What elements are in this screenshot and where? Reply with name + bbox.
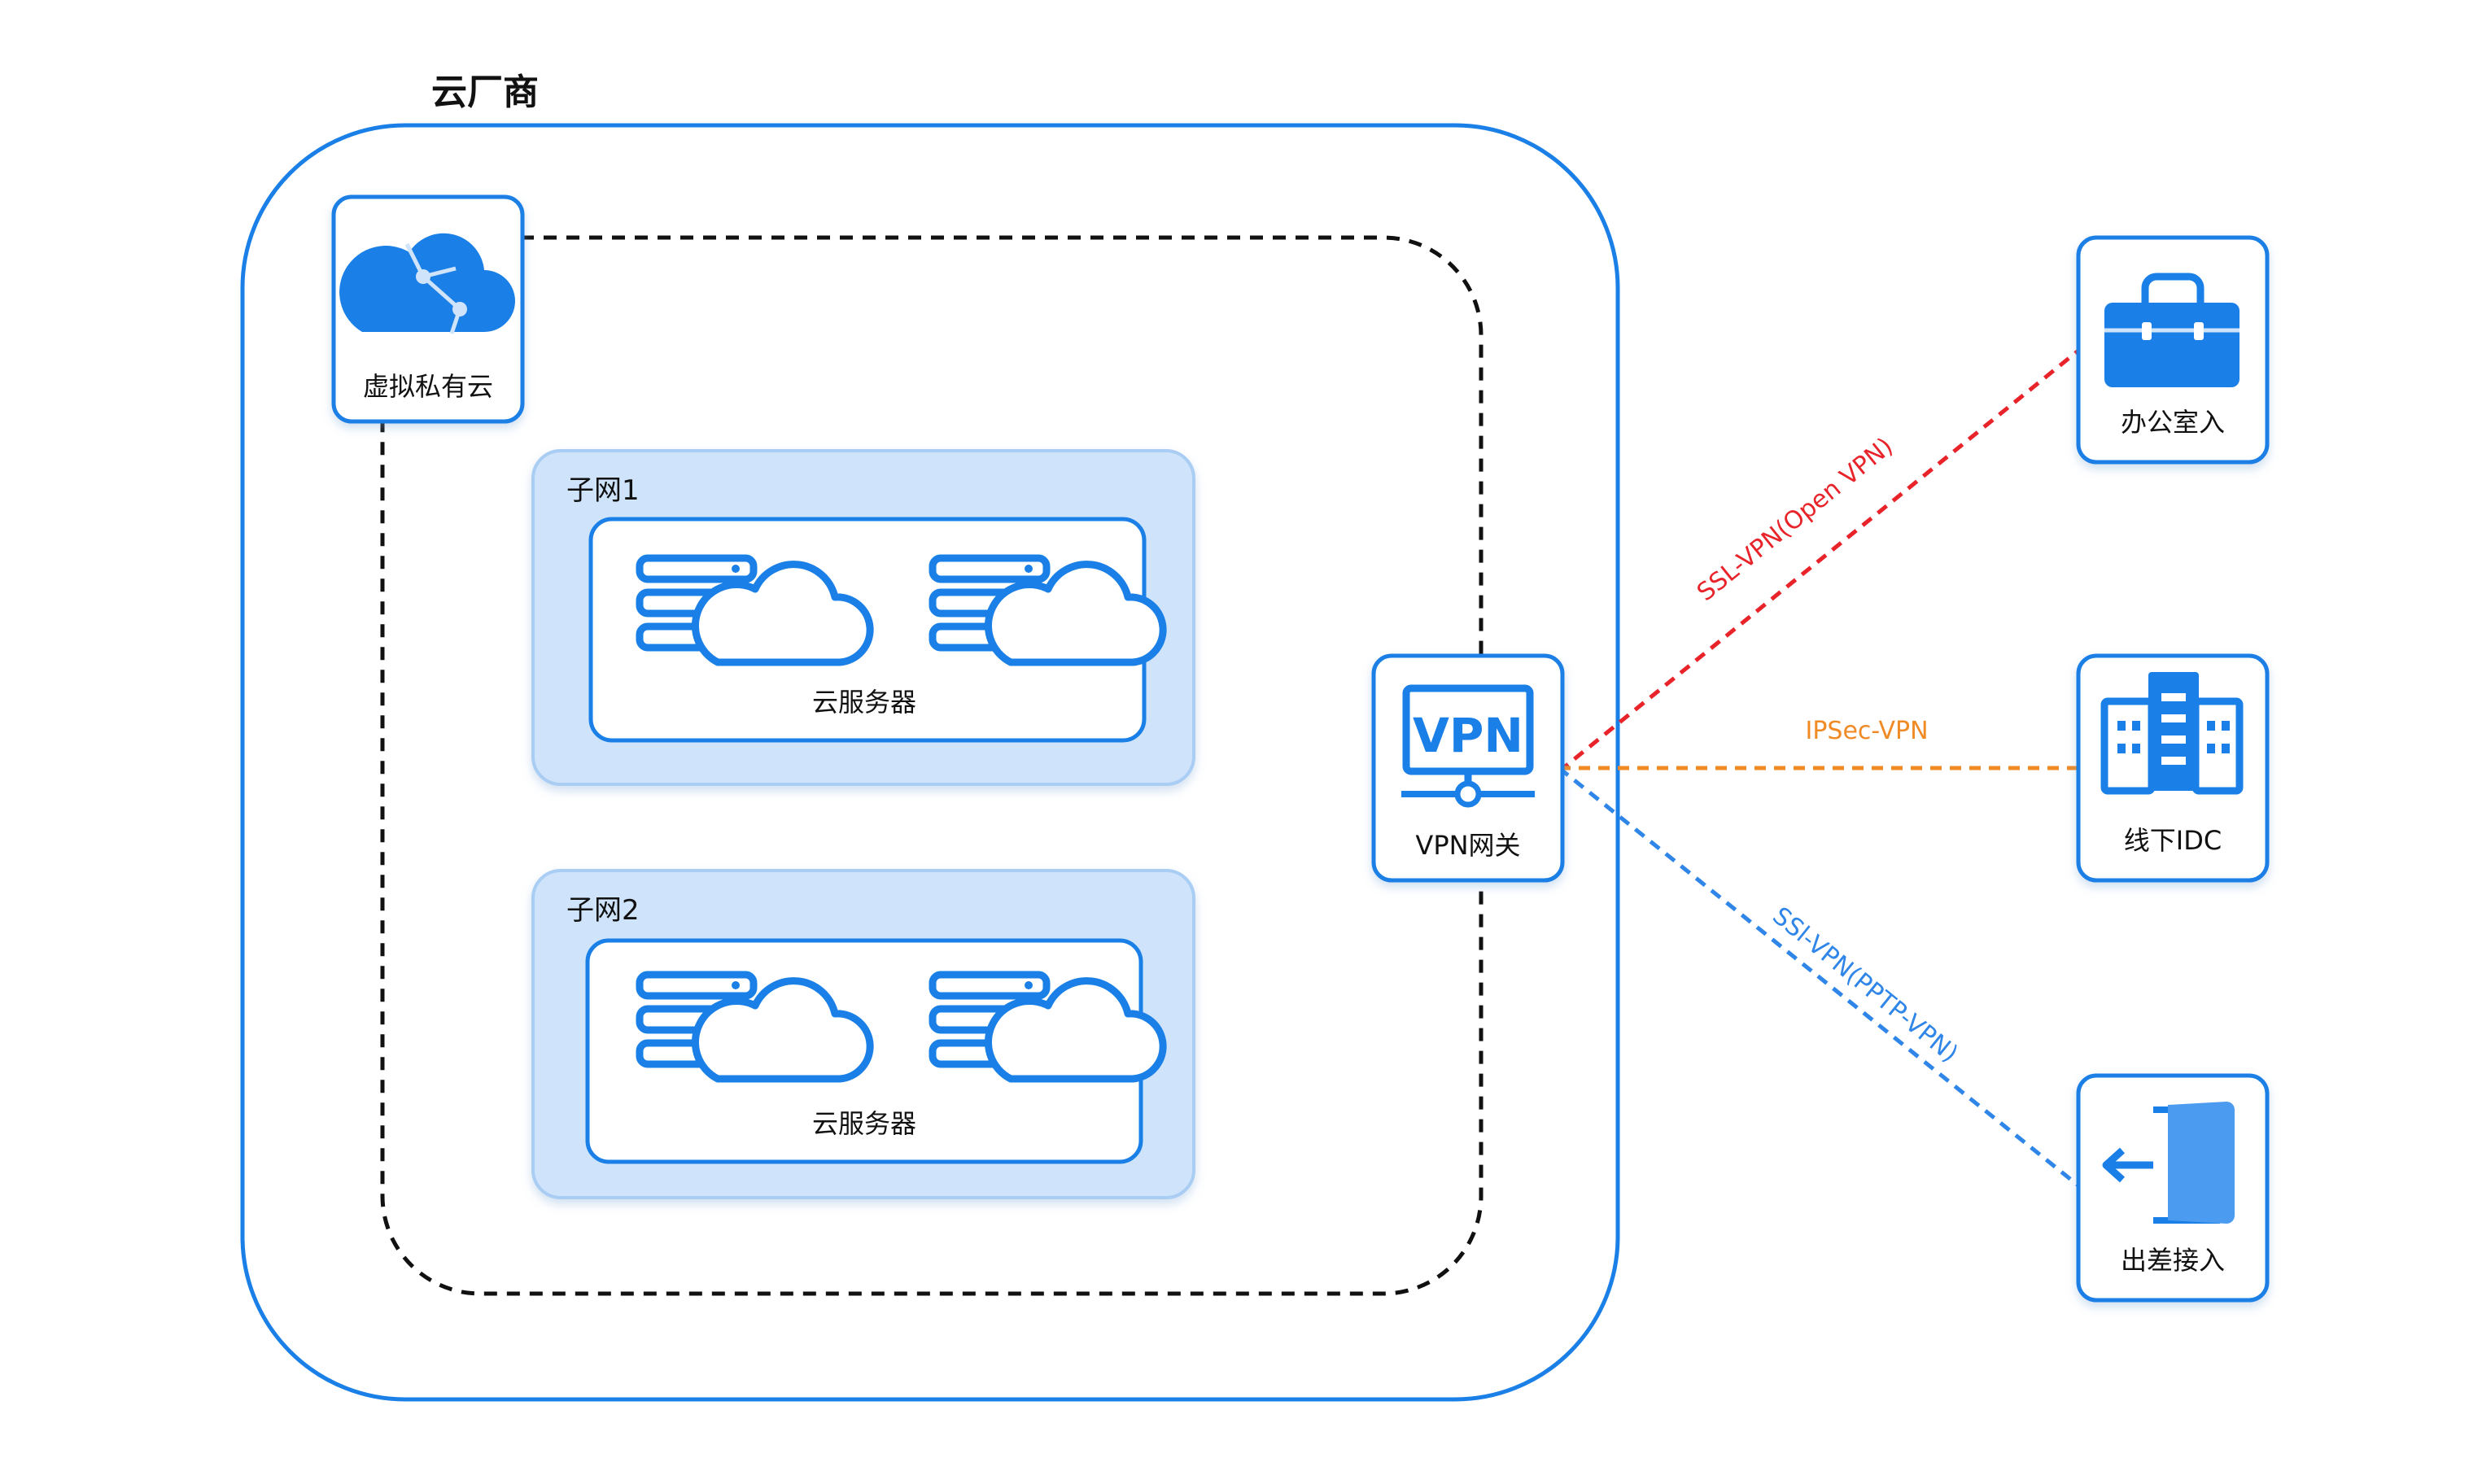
exit-door-icon: [2102, 1102, 2235, 1224]
vpc-label: 虚拟私有云: [363, 371, 493, 402]
servers-label: 云服务器: [812, 1108, 916, 1139]
vpn-icon-text: VPN: [1413, 708, 1523, 763]
vpn-gateway-node[interactable]: VPN VPN网关: [1371, 653, 1565, 883]
vpc-cloud-icon: [339, 233, 515, 334]
endpoint-label: 办公室入: [2121, 407, 2225, 438]
briefcase-icon: [2104, 273, 2239, 387]
building-icon: [2100, 672, 2244, 795]
endpoint-label: 出差接入: [2121, 1245, 2225, 1276]
endpoint-label: 线下IDC: [2124, 825, 2222, 856]
ssl-openvpn-link: [1558, 345, 2085, 773]
vpn-icon: VPN: [1401, 684, 1535, 808]
servers-label: 云服务器: [812, 687, 916, 718]
vpc-boundary: [380, 235, 1484, 1296]
cloud-vendor-title: 云厂商: [431, 72, 539, 113]
subnet-1[interactable]: 子网1 云服务器: [531, 449, 1195, 786]
vpc-node[interactable]: 虚拟私有云: [331, 194, 525, 424]
endpoint-travel[interactable]: 出差接入: [2076, 1073, 2270, 1303]
ssl-pptp-label: SSl-VPN(PPTP-VPN): [1767, 901, 1963, 1068]
ssl-pptp-link: [1558, 766, 2085, 1191]
ipsec-label: IPSec-VPN: [1805, 717, 1928, 745]
subnet-label: 子网1: [566, 474, 640, 507]
endpoint-office[interactable]: 办公室入: [2076, 235, 2270, 465]
endpoint-idc[interactable]: 线下IDC: [2076, 653, 2270, 883]
gateway-label: VPN网关: [1415, 830, 1520, 861]
subnet-label: 子网2: [566, 894, 640, 927]
subnet-2[interactable]: 子网2 云服务器: [531, 869, 1195, 1199]
